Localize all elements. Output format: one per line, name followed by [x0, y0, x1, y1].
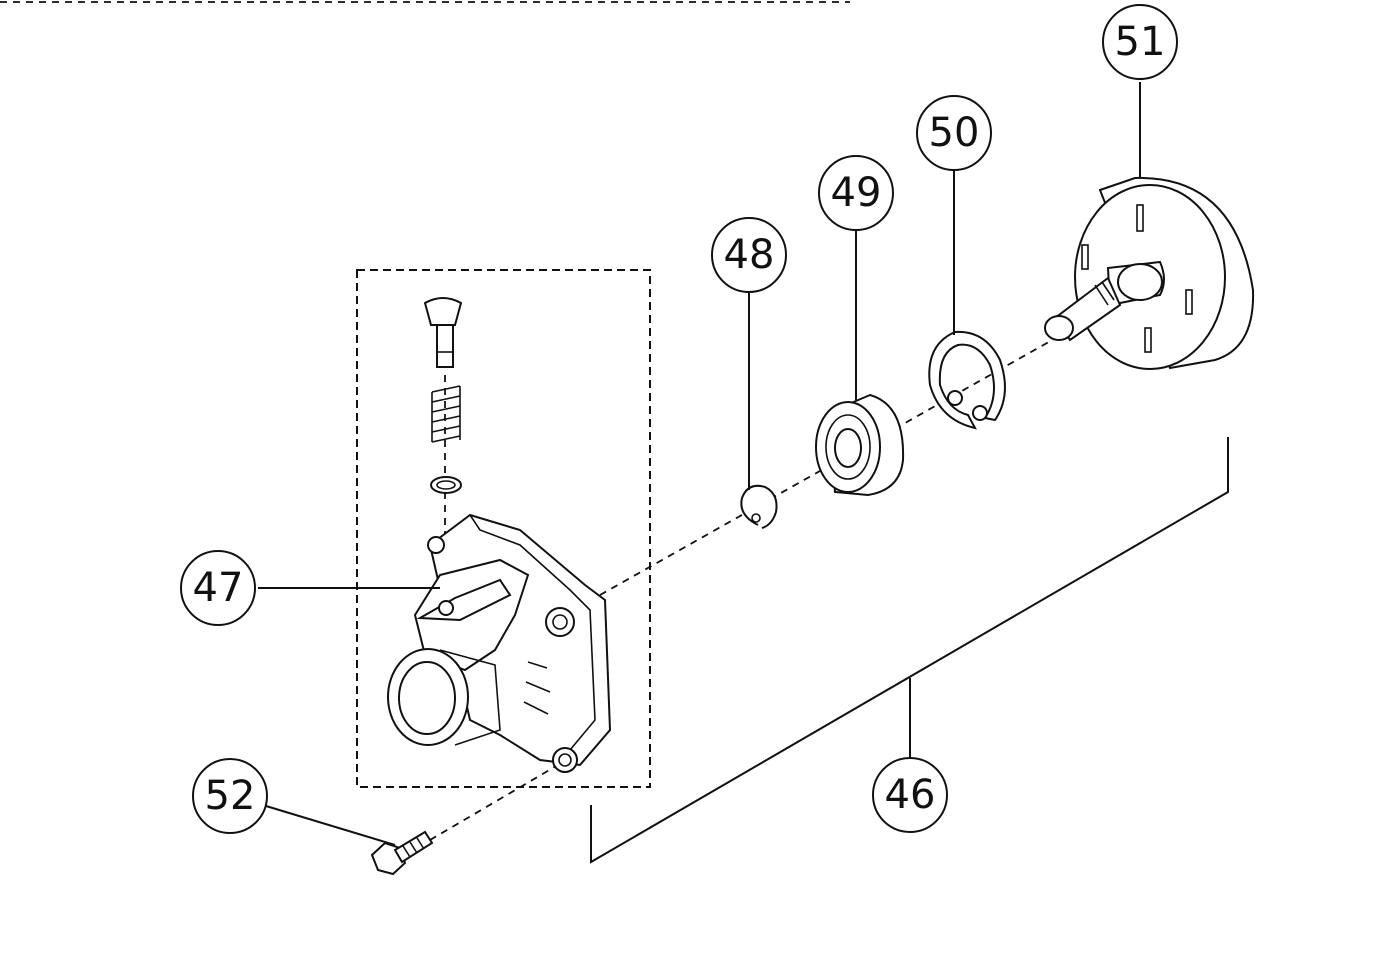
callout-48: 48 — [711, 217, 787, 293]
bracket-46 — [590, 437, 1229, 864]
callout-47: 47 — [180, 550, 256, 626]
callout-51: 51 — [1102, 4, 1178, 80]
circlip-part-50 — [928, 330, 1006, 430]
clutch-drum-part-51 — [1044, 176, 1255, 370]
callout-52: 52 — [192, 758, 268, 834]
subassembly-box — [356, 269, 651, 788]
callout-51-label: 51 — [1115, 19, 1166, 65]
callout-49: 49 — [818, 155, 894, 231]
callout-46: 46 — [872, 757, 948, 833]
callout-47-label: 47 — [193, 565, 244, 611]
callout-50: 50 — [916, 95, 992, 171]
bolt-axis — [429, 754, 576, 841]
callout-46-label: 46 — [885, 772, 936, 818]
snap-ring-part-48 — [740, 484, 778, 529]
housing-part-47 — [387, 297, 612, 773]
callout-48-label: 48 — [724, 232, 775, 278]
callout-49-label: 49 — [831, 170, 882, 216]
callout-50-label: 50 — [929, 110, 980, 156]
leader-52 — [265, 805, 396, 846]
bearing-part-49 — [815, 393, 905, 497]
bolt-part-52 — [370, 830, 434, 876]
callout-52-label: 52 — [205, 773, 256, 819]
